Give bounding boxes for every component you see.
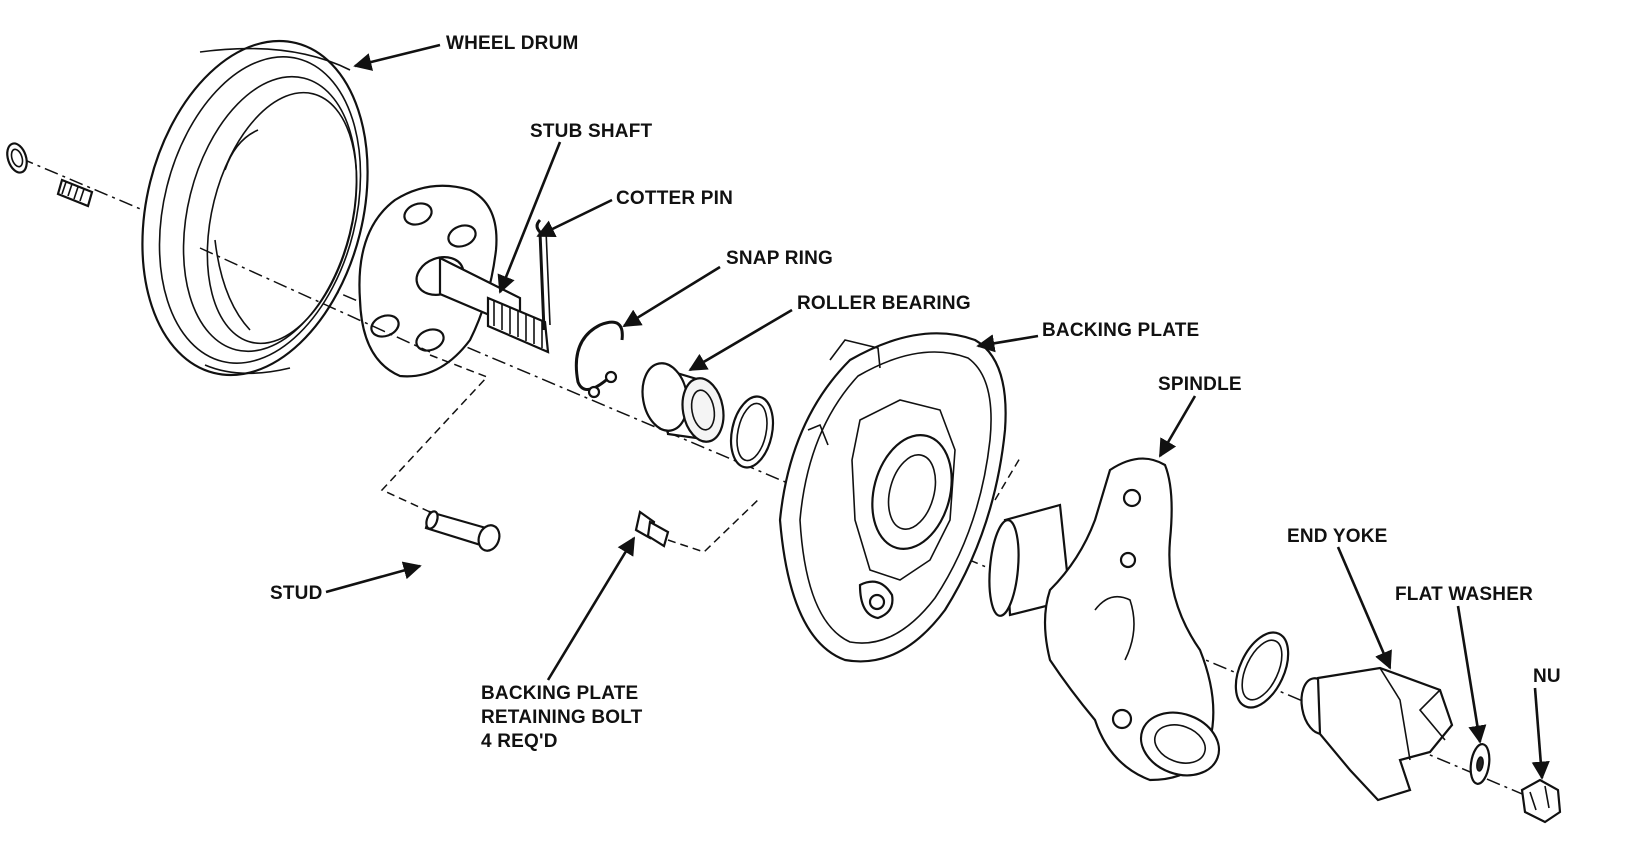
stub-shaft-label: STUB SHAFT <box>530 121 653 142</box>
retaining-bolt-label-line-2: RETAINING BOLT <box>481 707 643 728</box>
snap-ring-label: SNAP RING <box>726 248 834 269</box>
spindle-leader <box>1158 395 1197 458</box>
flat-washer-label: FLAT WASHER <box>1395 584 1534 605</box>
stud-part <box>424 510 501 552</box>
spindle-label: SPINDLE <box>1158 374 1242 395</box>
retaining-bolt-label-line-1: BACKING PLATE <box>481 683 639 704</box>
grease-cap-part <box>6 142 28 174</box>
drum-inner-axis <box>199 247 431 353</box>
retaining-bolt-label-line-3: 4 REQ'D <box>481 731 558 752</box>
wheel-drum-leader <box>353 43 441 71</box>
nut-part <box>1520 778 1562 824</box>
spindle-seal-part <box>1234 631 1290 709</box>
roller-bearing-part <box>641 362 725 443</box>
snap-ring-part <box>574 320 624 399</box>
stud-leader <box>325 561 422 594</box>
bolt-alignment-line <box>667 497 761 553</box>
stub-shaft-leader <box>497 141 562 294</box>
retaining-bolt-part <box>634 510 670 548</box>
roller-bearing-label: ROLLER BEARING <box>797 293 971 314</box>
end-yoke-leader <box>1336 546 1392 670</box>
stud-label: STUD <box>270 583 323 604</box>
adjuster-screw-part <box>56 178 94 208</box>
backing-plate-label: BACKING PLATE <box>1042 320 1200 341</box>
flat-washer-part <box>1469 743 1491 785</box>
roller-bearing-leader <box>688 308 793 372</box>
end-yoke-part <box>1300 666 1454 802</box>
backing-plate-part <box>778 332 1007 663</box>
wheel-drum-label: WHEEL DRUM <box>446 33 579 54</box>
wheel-drum-part <box>141 39 369 377</box>
spindle-part <box>988 457 1221 782</box>
nut-label: NU <box>1533 666 1561 687</box>
snap-ring-leader <box>622 265 721 328</box>
backing-plate-leader <box>976 334 1039 353</box>
flat-washer-leader <box>1456 605 1487 744</box>
stud-alignment-line <box>380 354 489 513</box>
cotter-pin-label: COTTER PIN <box>616 188 734 209</box>
end-yoke-label: END YOKE <box>1287 526 1388 547</box>
retaining-bolt-leader <box>546 536 636 681</box>
stub-shaft-part <box>358 184 550 378</box>
retaining-bolt-label: BACKING PLATE RETAINING BOLT 4 REQ'D <box>481 682 701 754</box>
spindle-alignment-line <box>994 457 1021 501</box>
nut-leader <box>1531 687 1550 780</box>
cotter-pin-leader <box>536 198 613 238</box>
seal-ring-part <box>729 395 775 469</box>
